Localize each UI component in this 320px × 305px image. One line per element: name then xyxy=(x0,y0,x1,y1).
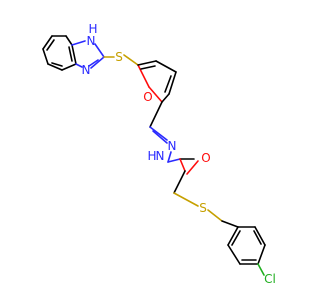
bond xyxy=(137,64,150,88)
bond xyxy=(152,130,168,144)
bond xyxy=(173,170,186,194)
bond xyxy=(207,209,223,222)
bond xyxy=(179,158,186,172)
bond xyxy=(155,60,177,73)
atom-label-cl: Cl xyxy=(264,272,276,286)
bond xyxy=(167,151,172,163)
bond xyxy=(75,63,83,68)
bond xyxy=(167,158,181,163)
atom-label-n2-h: H xyxy=(147,149,156,163)
bond xyxy=(46,39,55,51)
furan-ring-bonds xyxy=(137,60,177,103)
bond xyxy=(51,62,63,67)
bond xyxy=(231,230,241,246)
benzene-ring-bonds xyxy=(42,35,77,71)
atom-label-o-furan: O xyxy=(143,90,152,104)
bond xyxy=(253,230,262,245)
bond xyxy=(257,244,266,265)
bond xyxy=(65,35,73,46)
structure-canvas: H N N S O N H N O S Cl xyxy=(42,22,276,286)
chlorophenyl-ring-bonds xyxy=(227,226,266,265)
bond xyxy=(149,101,163,128)
bond xyxy=(68,46,73,62)
bond xyxy=(42,48,49,65)
atom-label-nh-n: N xyxy=(87,34,96,48)
bond xyxy=(227,226,239,246)
bond xyxy=(186,160,199,175)
bond xyxy=(164,75,172,93)
molecule-structure: H N N S O N H N O S Cl xyxy=(42,22,276,286)
atom-label-n1: N xyxy=(168,139,177,153)
bond xyxy=(47,63,63,71)
bond xyxy=(149,126,168,141)
bond xyxy=(90,56,105,69)
bond xyxy=(94,43,105,58)
atom-label-nh-h: H xyxy=(88,22,97,36)
bond xyxy=(173,192,199,207)
bond xyxy=(140,65,156,70)
bond xyxy=(71,40,86,46)
bond xyxy=(61,63,77,71)
bond xyxy=(71,44,77,65)
bond xyxy=(254,226,266,246)
bond xyxy=(168,71,177,95)
imidazole-ring-bonds xyxy=(71,40,105,69)
atom-label-s1: S xyxy=(115,50,123,64)
atom-label-o-carbonyl: O xyxy=(201,151,210,165)
bond xyxy=(161,93,170,103)
atom-label-n2: N xyxy=(156,149,165,163)
bond xyxy=(137,60,157,66)
atom-label-n-ring: N xyxy=(82,63,91,77)
bond xyxy=(227,244,241,265)
bond xyxy=(123,54,139,66)
bond xyxy=(221,220,239,228)
bond xyxy=(148,86,163,103)
bond xyxy=(42,35,53,50)
atom-label-s2: S xyxy=(199,201,207,215)
bond xyxy=(257,263,265,276)
bond xyxy=(88,59,99,67)
